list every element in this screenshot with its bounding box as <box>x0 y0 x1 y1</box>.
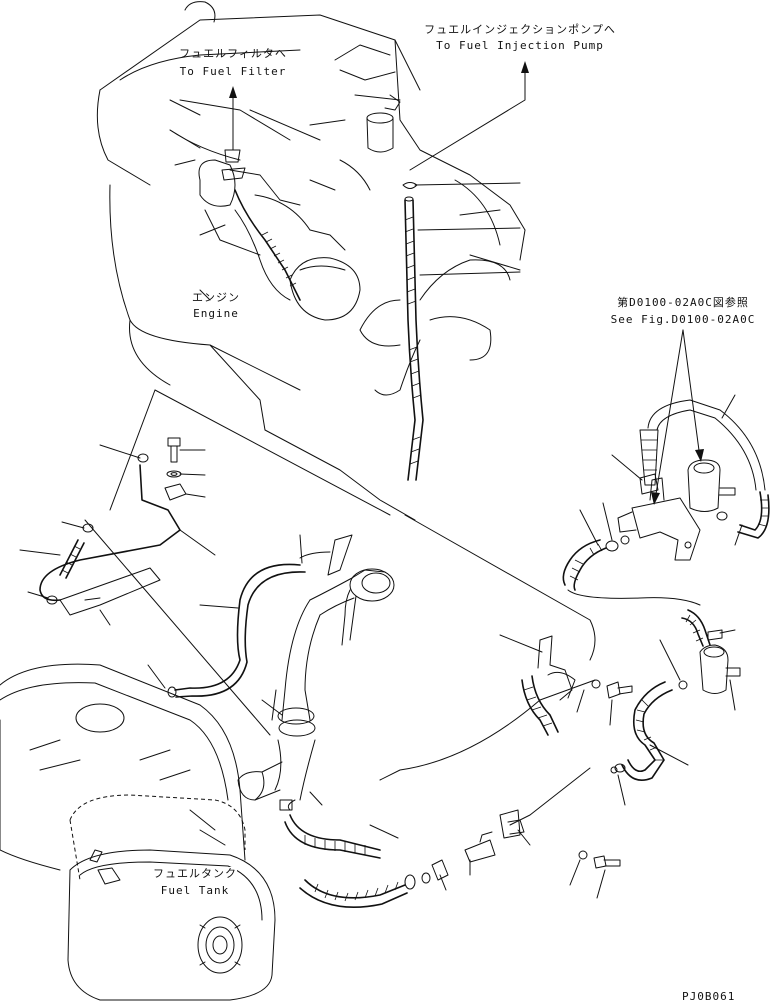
label-fuel-tank-jp: フュエルタンク <box>153 867 237 880</box>
label-fuel-filter-jp: フュエルフィルタへ <box>179 47 287 60</box>
engine-fuel-pipe <box>234 182 424 481</box>
label-engine-en: Engine <box>193 307 239 320</box>
label-injection-pump-en: To Fuel Injection Pump <box>436 39 604 52</box>
label-see-fig-jp: 第D0100-02A0C図参照 <box>617 296 749 309</box>
hose-bracket-assembly <box>19 437 216 626</box>
filler-neck-assembly <box>147 534 399 859</box>
engine-fan <box>359 179 521 396</box>
fuel-tank <box>0 663 431 1001</box>
label-fuel-filter-en: To Fuel Filter <box>179 65 287 78</box>
separator-assembly <box>431 399 770 881</box>
label-see-fig-en: See Fig.D0100-02A0C <box>610 313 756 326</box>
engine-outline <box>96 1 526 521</box>
drawing-code: PJ0B061 <box>682 990 736 1003</box>
arrow-to-injection-pump <box>409 64 526 171</box>
leader-lines <box>84 99 596 781</box>
label-engine-jp: エンジン <box>192 291 240 304</box>
leader-lines-right <box>439 394 743 899</box>
label-injection-pump-jp: フュエルインジェクションポンプへ <box>424 23 616 36</box>
see-fig-arrows <box>651 329 704 505</box>
fuel-filter-clip <box>221 149 246 181</box>
label-fuel-tank-en: Fuel Tank <box>160 884 230 897</box>
